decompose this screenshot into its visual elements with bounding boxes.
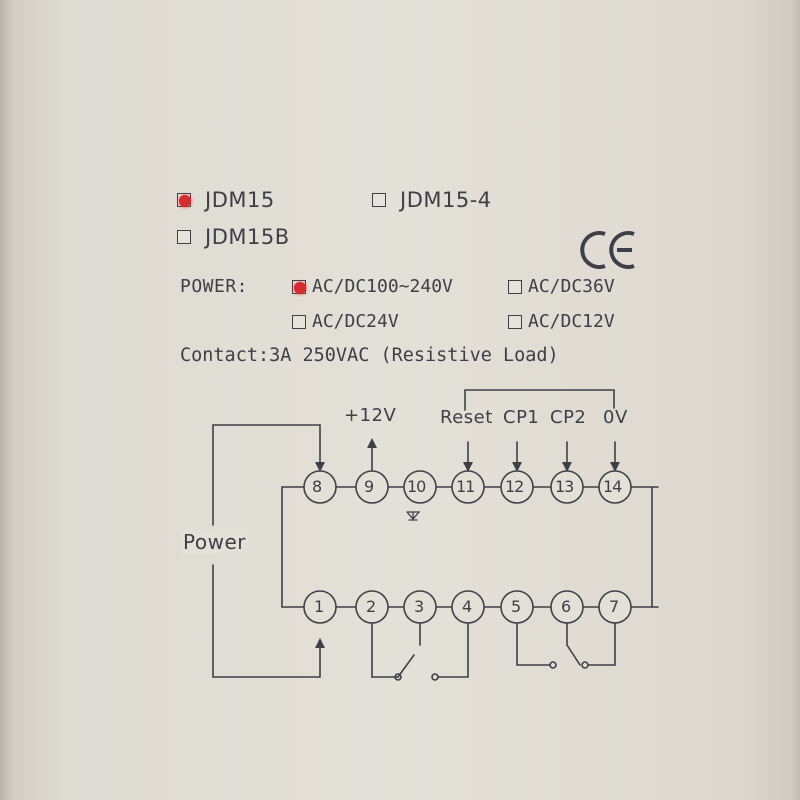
contact2-no-wire	[587, 622, 616, 666]
terminal-10: 10	[407, 477, 426, 496]
terminal-3: 3	[414, 597, 425, 616]
contact1-switch-arm	[397, 654, 415, 678]
power-top-wire	[212, 424, 321, 526]
label-cp1: CP1	[503, 407, 540, 428]
terminal-7: 7	[609, 597, 620, 616]
label-plus12v: +12V	[344, 405, 397, 426]
contact2-no-point	[581, 661, 589, 669]
terminal-11: 11	[456, 477, 475, 496]
label-reset: Reset	[440, 407, 493, 428]
ce-mark-icon	[580, 231, 635, 269]
arrow-cp1-icon	[512, 462, 522, 472]
arrow-into-8-icon	[315, 462, 325, 472]
contact2-nc-point	[549, 661, 557, 669]
arrow-into-1-icon	[315, 638, 325, 648]
arrow-reset-icon	[463, 462, 473, 472]
power-12v-checkbox	[508, 315, 522, 329]
terminal-2: 2	[366, 597, 377, 616]
model-jdm15-4-label: JDM15-4	[400, 188, 492, 212]
contact1-common-wire	[371, 622, 399, 678]
terminal-1: 1	[314, 597, 325, 616]
reset-0v-bracket	[464, 389, 615, 411]
terminal-9: 9	[364, 477, 375, 496]
terminal-6: 6	[561, 597, 572, 616]
terminal-14: 14	[603, 477, 622, 496]
top-terminal-circles	[303, 470, 632, 504]
model-jdm15-label: JDM15	[205, 188, 275, 212]
terminal-13: 13	[555, 477, 574, 496]
power-12v-label: AC/DC12V	[528, 311, 615, 332]
model-jdm15b-checkbox	[177, 230, 191, 244]
label-cp2: CP2	[550, 407, 587, 428]
power-bottom-wire	[212, 564, 321, 678]
power-36v-checkbox	[508, 280, 522, 294]
contact1-no-wire	[437, 622, 469, 678]
contact-rating: Contact:3A 250VAC (Resistive Load)	[180, 345, 559, 366]
contact2-nc-wire	[516, 622, 551, 666]
power-100-240v-checkbox	[292, 280, 306, 294]
terminal-12: 12	[505, 477, 524, 496]
model-jdm15-4-checkbox	[372, 193, 386, 207]
diode-icon	[406, 511, 421, 521]
contact1-pivot	[394, 673, 402, 681]
contact2-switch-arm	[566, 644, 581, 666]
power-label: POWER:	[180, 276, 249, 297]
model-jdm15-checkbox	[177, 193, 191, 207]
terminal-8: 8	[312, 477, 323, 496]
model-jdm15b-label: JDM15B	[205, 225, 290, 249]
power-36v-label: AC/DC36V	[528, 276, 615, 297]
arrow-cp2-icon	[562, 462, 572, 472]
contact1-no-point	[431, 673, 439, 681]
power-100-240v-label: AC/DC100~240V	[312, 276, 453, 297]
arrow-12v-icon	[367, 438, 377, 448]
terminal-5: 5	[511, 597, 522, 616]
terminal-4: 4	[462, 597, 473, 616]
power-24v-checkbox	[292, 315, 306, 329]
label-power: Power	[181, 530, 248, 554]
label-0v: 0V	[603, 407, 628, 428]
arrow-0v-icon	[610, 462, 620, 472]
power-24v-label: AC/DC24V	[312, 311, 399, 332]
